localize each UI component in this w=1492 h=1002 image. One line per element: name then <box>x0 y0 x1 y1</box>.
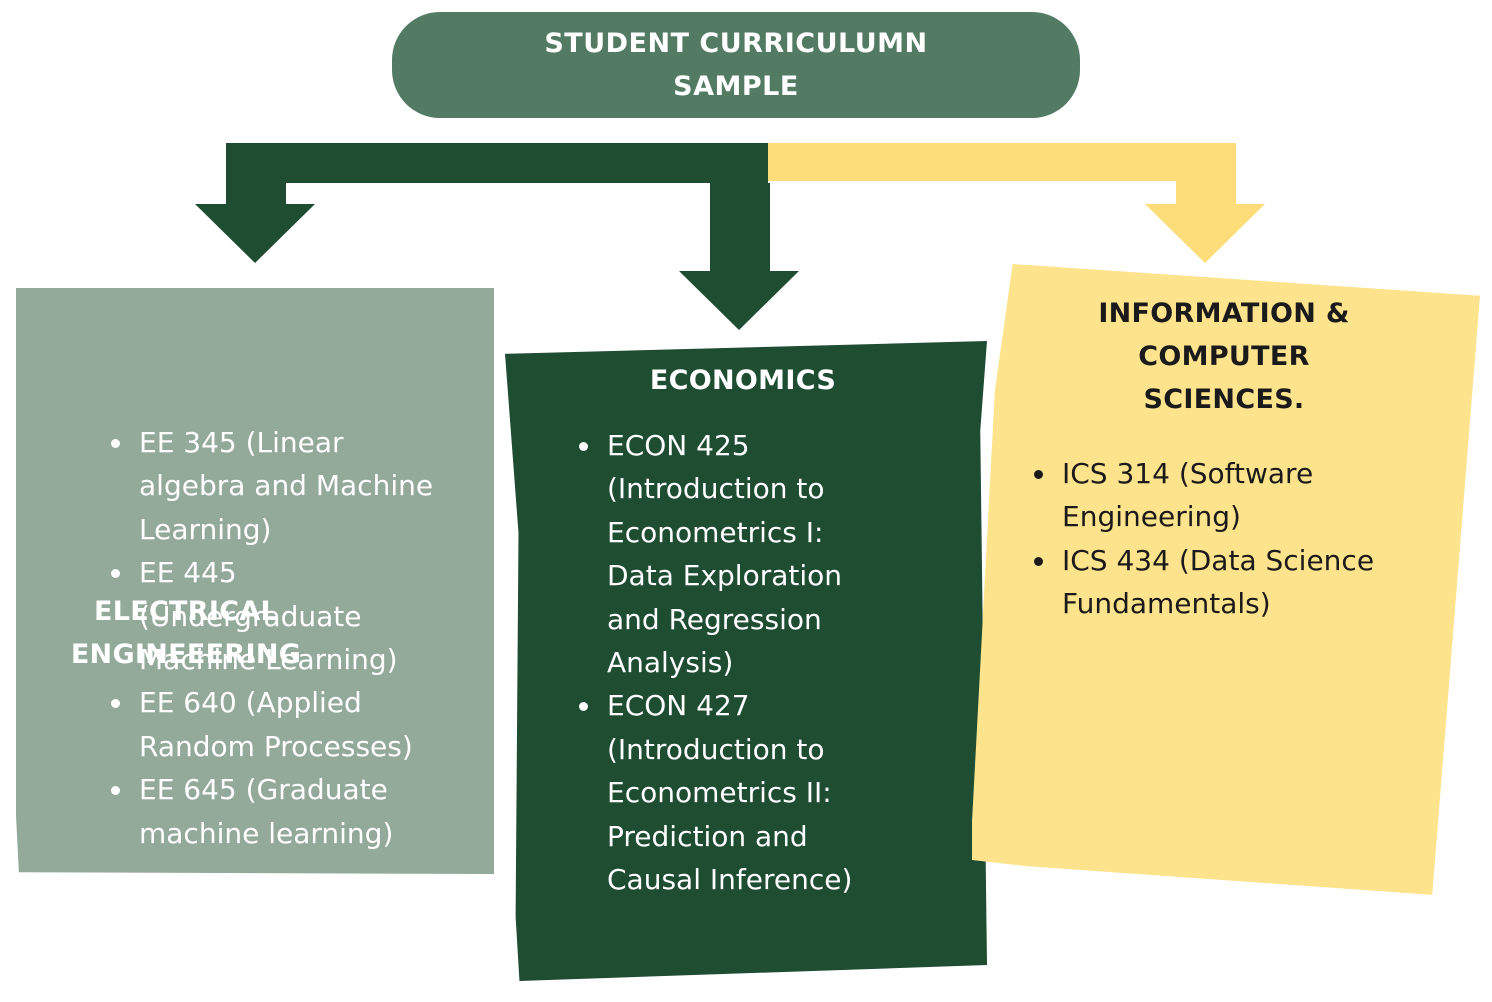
bullet-icon <box>111 439 120 448</box>
list-item: ICS 314 (Software Engineering) <box>1028 452 1468 539</box>
list-item: EE 445 (Undergraduate Machine Learning) <box>105 551 485 681</box>
department-card-electrical-engineering: ELECTRICAL ENGINEEERING EE 345 (Linear a… <box>16 288 494 874</box>
department-card-economics: ECONOMICS ECON 425 (Introduction to Econ… <box>505 341 987 981</box>
bullet-icon <box>579 442 588 451</box>
course-label: ECON 427 (Introduction to Econometrics I… <box>607 689 853 897</box>
bullet-icon <box>111 699 120 709</box>
course-label: ICS 434 (Data Science Fundamentals) <box>1062 543 1375 621</box>
course-list: ICS 314 (Software Engineering) ICS 434 (… <box>1028 452 1468 626</box>
course-label: EE 345 (Linear algebra and Machine Learn… <box>139 426 434 546</box>
course-label: EE 645 (Graduate machine learning) <box>139 773 394 850</box>
list-item: ECON 427 (Introduction to Econometrics I… <box>573 684 973 901</box>
department-card-information-computer-sciences: INFORMATION & COMPUTER SCIENCES. ICS 314… <box>972 264 1480 895</box>
course-list: EE 345 (Linear algebra and Machine Learn… <box>105 421 485 855</box>
arrow-to-ics <box>768 143 1265 263</box>
course-list: ECON 425 (Introduction to Econometrics I… <box>573 424 973 901</box>
bullet-icon <box>1034 556 1043 566</box>
list-item: ECON 425 (Introduction to Econometrics I… <box>573 424 973 684</box>
course-label: EE 445 (Undergraduate Machine Learning) <box>139 556 398 677</box>
list-item: EE 345 (Linear algebra and Machine Learn… <box>105 421 485 551</box>
course-label: ECON 425 (Introduction to Econometrics I… <box>607 429 843 680</box>
department-title: ELECTRICAL ENGINEEERING <box>70 596 302 670</box>
course-label: EE 640 (Applied Random Processes) <box>139 686 413 763</box>
department-title: INFORMATION & COMPUTER SCIENCES. <box>1098 298 1350 415</box>
bullet-icon <box>111 786 120 796</box>
bullet-icon <box>111 569 120 579</box>
arrow-to-ee <box>195 143 768 263</box>
list-item: EE 640 (Applied Random Processes) <box>105 681 485 768</box>
list-item: EE 645 (Graduate machine learning) <box>105 768 485 855</box>
list-item: ICS 434 (Data Science Fundamentals) <box>1028 539 1468 626</box>
course-label: ICS 314 (Software Engineering) <box>1062 457 1314 534</box>
department-title: ECONOMICS <box>649 365 837 396</box>
arrow-to-econ <box>679 183 799 330</box>
diagram-title: STUDENT CURRICULUMN SAMPLE <box>544 28 928 102</box>
bullet-icon <box>579 702 588 712</box>
bullet-icon <box>1034 470 1043 479</box>
diagram-title-banner: STUDENT CURRICULUMN SAMPLE <box>392 12 1080 118</box>
